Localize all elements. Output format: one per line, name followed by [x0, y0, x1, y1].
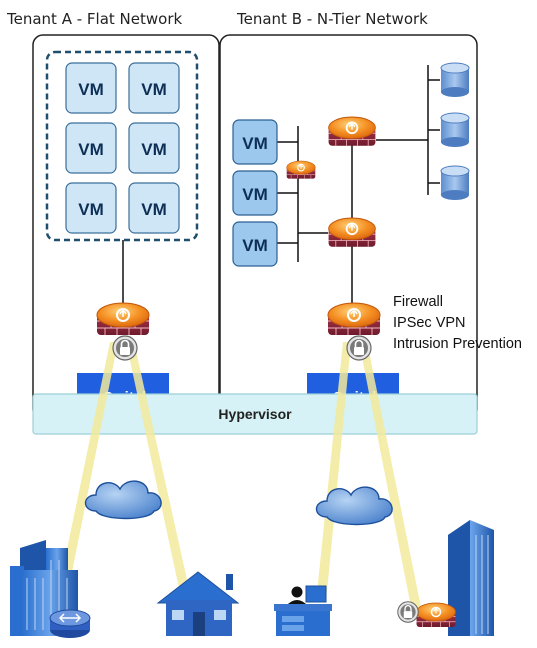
database-icon	[440, 165, 470, 201]
vm-a-1[interactable]: VM	[65, 62, 117, 114]
vm-b-1[interactable]: VM	[232, 119, 278, 165]
cloud-icon	[84, 480, 162, 520]
vpn-tunnels	[54, 342, 422, 612]
firewall-icon	[415, 602, 457, 628]
vm-label: VM	[242, 236, 268, 255]
firewall-icon[interactable]	[327, 217, 377, 248]
vm-label: VM	[242, 134, 268, 153]
firewall-icon[interactable]	[286, 160, 316, 180]
skyscraper-icon	[448, 520, 494, 636]
lock-icon	[112, 335, 138, 361]
vm-label: VM	[141, 80, 167, 99]
firewall-icon[interactable]	[327, 302, 381, 336]
vm-a-4[interactable]: VM	[128, 122, 180, 174]
vm-label: VM	[78, 80, 104, 99]
database-icon	[440, 112, 470, 148]
tenant-b-title: Tenant B - N-Tier Network	[236, 10, 428, 28]
vm-a-5[interactable]: VM	[65, 182, 117, 234]
vm-label: VM	[78, 200, 104, 219]
tenant-a-title: Tenant A - Flat Network	[6, 10, 182, 28]
vm-a-3[interactable]: VM	[65, 122, 117, 174]
vm-b-3[interactable]: VM	[232, 221, 278, 267]
lock-icon	[397, 601, 419, 623]
router-icon	[49, 609, 91, 638]
house-icon	[156, 571, 240, 636]
vm-label: VM	[242, 185, 268, 204]
vm-label: VM	[78, 140, 104, 159]
firewall-icon[interactable]	[327, 116, 377, 147]
database-icon	[440, 62, 470, 98]
vm-b-2[interactable]: VM	[232, 170, 278, 216]
vm-a-6[interactable]: VM	[128, 182, 180, 234]
feature-ipsec-vpn: IPSec VPN	[393, 315, 466, 331]
hypervisor-label: Hypervisor	[218, 406, 292, 422]
vm-label: VM	[141, 200, 167, 219]
feature-firewall: Firewall	[393, 294, 443, 310]
feature-intrusion-prevention: Intrusion Prevention	[393, 336, 522, 352]
vm-a-2[interactable]: VM	[128, 62, 180, 114]
user-desk-icon	[274, 585, 332, 636]
firewall-icon[interactable]	[96, 302, 150, 336]
vm-label: VM	[141, 140, 167, 159]
lock-icon	[346, 335, 372, 361]
